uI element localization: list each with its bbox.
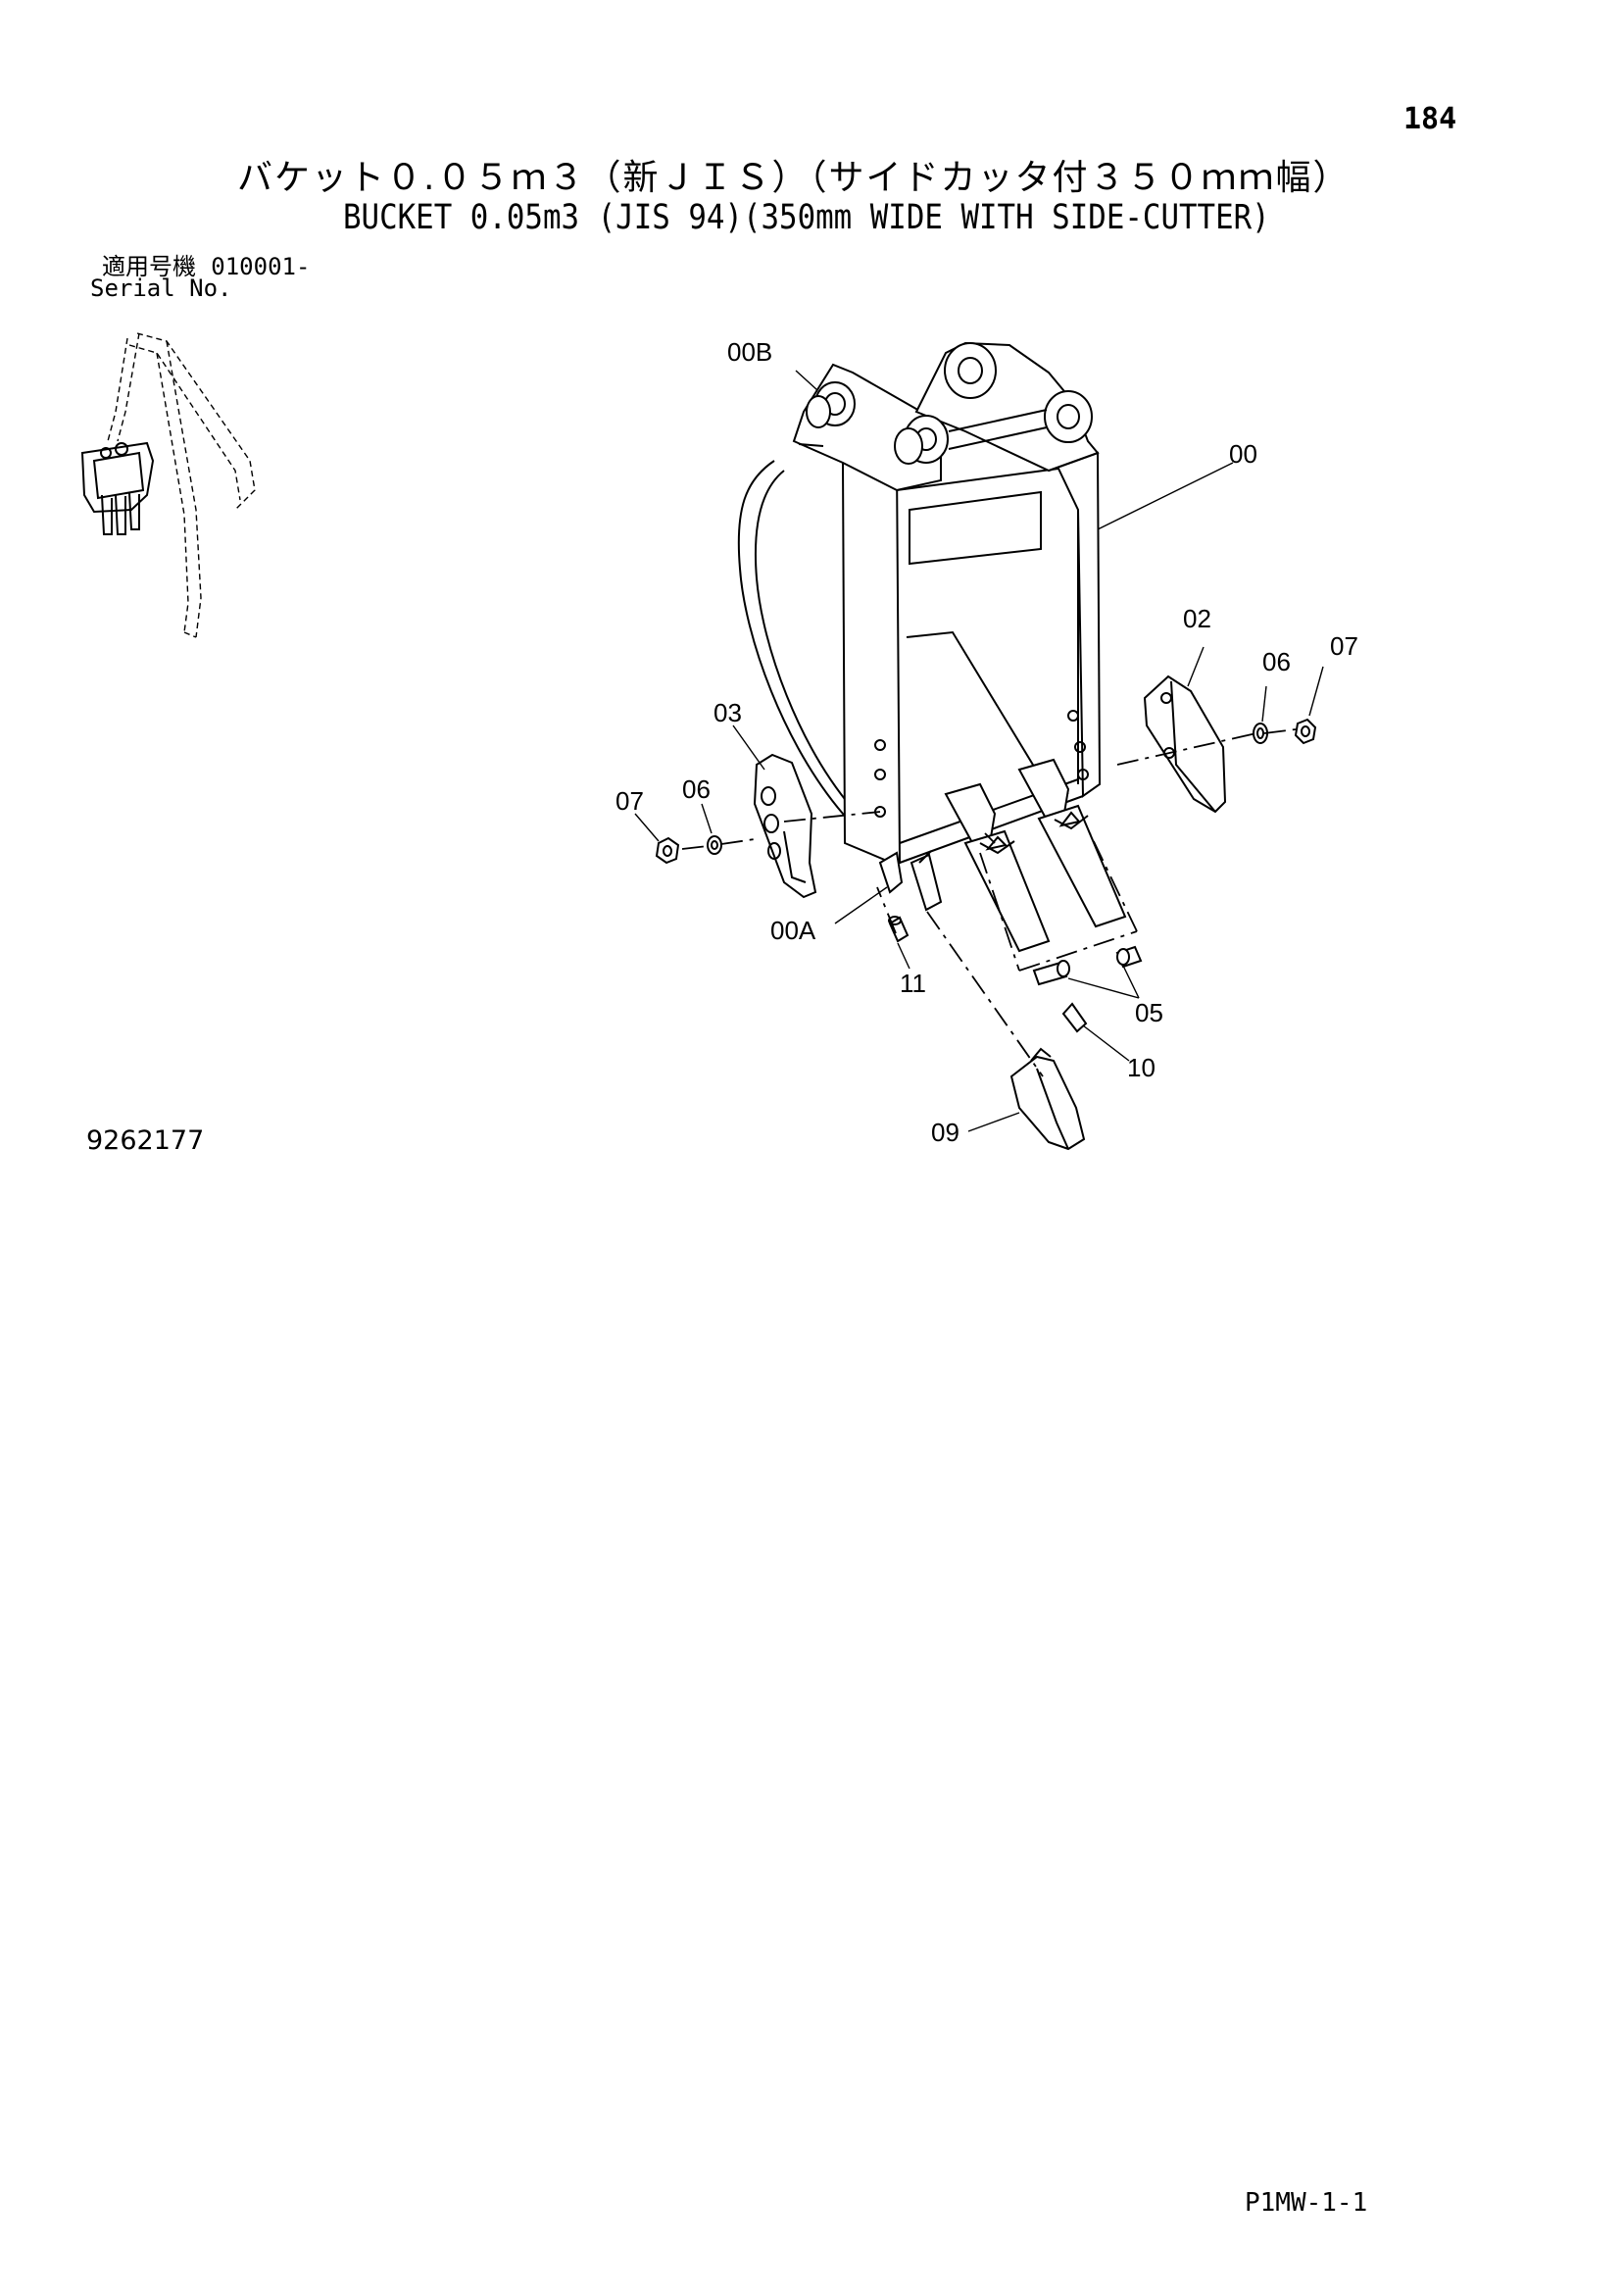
drawing-number: 9262177	[86, 1125, 205, 1156]
callout-02: 02	[1183, 604, 1211, 633]
serial-label-en: Serial No.	[90, 275, 232, 302]
serial-label-jp: 適用号機	[102, 253, 196, 280]
assembly-center-lines	[681, 728, 1297, 1077]
machine-thumbnail	[80, 332, 256, 638]
leader-lines	[634, 370, 1324, 1132]
side-plate-right-02	[1143, 674, 1227, 814]
callout-06-left: 06	[682, 774, 711, 804]
nut-right-07	[1294, 718, 1317, 745]
page-code: P1MW-1-1	[1245, 2188, 1368, 2218]
boss-front-left	[894, 415, 949, 465]
page-number: 184	[1403, 102, 1457, 136]
callout-09: 09	[931, 1118, 959, 1147]
bucket-body	[737, 341, 1102, 869]
callout-labels: 00B 00 02 06 07 03 07 06 00A 11 05 10 09	[615, 337, 1358, 1147]
callout-07-left: 07	[615, 786, 644, 816]
callout-07-right: 07	[1330, 631, 1358, 661]
callout-00B: 00B	[727, 337, 772, 367]
pin-10	[1061, 1002, 1088, 1033]
boss-front-right	[1044, 390, 1093, 443]
washer-left-06	[707, 835, 722, 855]
nut-left-07	[655, 836, 680, 865]
side-plate-left-03	[753, 753, 817, 899]
teeth-assembly	[878, 758, 1127, 953]
boss-top-right	[944, 342, 997, 399]
tooth-09	[1009, 1047, 1086, 1151]
callout-06-right: 06	[1262, 647, 1291, 676]
serial-value: 010001-	[211, 253, 311, 280]
callout-00A: 00A	[770, 916, 816, 945]
callout-05: 05	[1135, 998, 1163, 1027]
callout-10: 10	[1127, 1053, 1156, 1082]
title-english: BUCKET 0.05m3 (JIS 94)(350mm WIDE WITH S…	[343, 198, 1270, 237]
callout-03: 03	[713, 698, 742, 727]
boss-top-left	[806, 381, 856, 428]
bolts-05	[1032, 945, 1143, 986]
pin-11	[888, 916, 910, 943]
title-japanese: バケット０.０５ｍ３（新ＪＩＳ）（サイドカッタ付３５０ｍｍ幅）	[237, 158, 1351, 198]
callout-11: 11	[900, 969, 926, 998]
callout-00: 00	[1229, 439, 1257, 469]
serial-line-japanese: 適用号機 010001-	[102, 247, 310, 281]
